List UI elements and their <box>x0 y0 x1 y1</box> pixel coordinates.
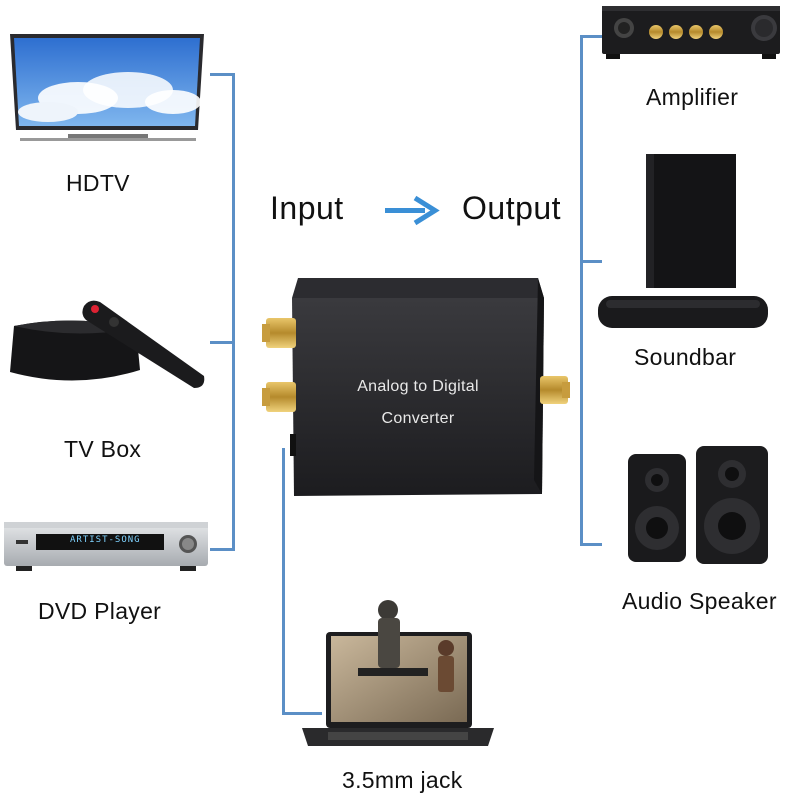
audio-speaker-label: Audio Speaker <box>622 588 777 614</box>
laptop-icon <box>302 600 494 746</box>
soundbar-label: Soundbar <box>634 344 737 370</box>
converter-box <box>262 278 570 496</box>
converter-label-line2: Converter <box>381 410 455 427</box>
soundbar-icon <box>598 296 768 328</box>
output-connector-amplifier <box>580 35 602 38</box>
tv-icon <box>10 34 204 141</box>
output-connector-speaker <box>580 543 602 546</box>
output-connector-soundbar <box>580 260 602 263</box>
jack-label: 3.5mm jack <box>342 767 463 793</box>
rca-connector-icon <box>262 318 263 319</box>
tv-box-label: TV Box <box>64 436 142 462</box>
output-heading: Output <box>462 190 562 226</box>
jack-connector-vertical <box>282 448 285 714</box>
dvd-player-icon <box>4 522 208 571</box>
amplifier-icon <box>602 6 780 59</box>
input-connector-tvbox <box>210 341 235 344</box>
input-connector-dvd <box>210 548 235 551</box>
input-connector-hdtv <box>210 73 235 76</box>
dvd-display-text: ARTIST-SONG <box>70 535 141 545</box>
subwoofer-icon <box>646 154 736 288</box>
remote-icon <box>82 300 205 388</box>
output-connector-vertical <box>580 35 583 545</box>
input-connector-vertical <box>232 73 235 550</box>
speaker-icon <box>628 446 768 564</box>
arrow-right-icon <box>385 195 440 226</box>
jack-connector-horizontal <box>282 712 322 715</box>
hdtv-label: HDTV <box>66 170 130 196</box>
converter-label-line1: Analog to Digital <box>357 378 479 395</box>
dvd-player-label: DVD Player <box>38 598 162 624</box>
input-heading: Input <box>270 190 344 226</box>
amplifier-label: Amplifier <box>646 84 739 110</box>
